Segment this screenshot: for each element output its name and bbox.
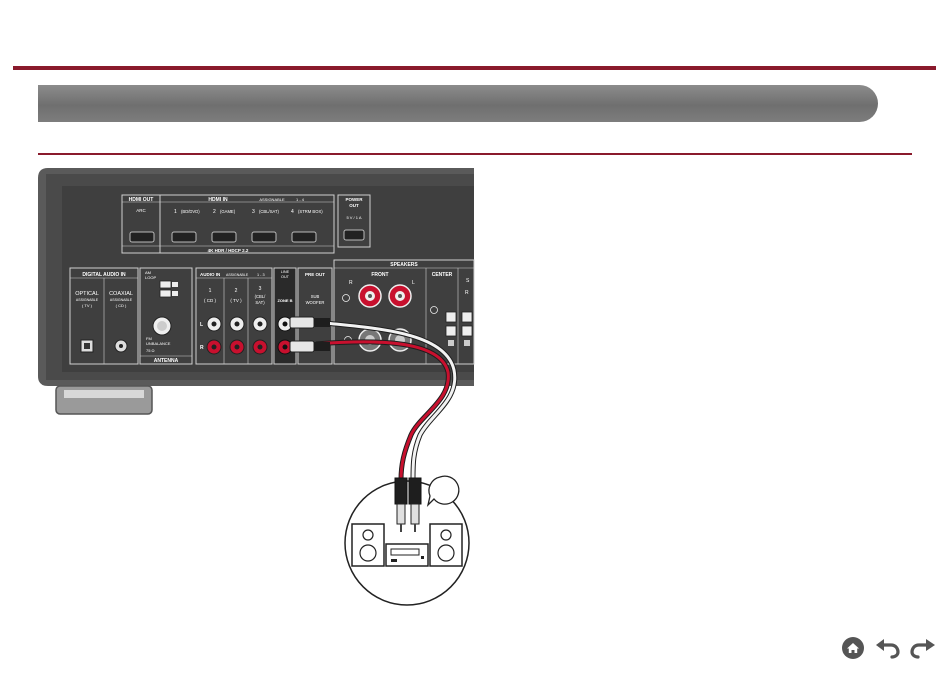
front-r-label: R — [349, 280, 353, 286]
optical-label: OPTICAL — [75, 291, 99, 297]
hdmi-out-port — [129, 231, 155, 243]
home-button[interactable] — [840, 635, 866, 661]
receiver-foot-highlight — [64, 390, 144, 398]
coaxial-sub-1: ASSIGNABLE — [110, 298, 133, 302]
hdmi-in-port-3 — [251, 231, 277, 243]
forward-icon — [910, 639, 935, 659]
hdmi-assignable-label: ASSIGNABLE — [259, 197, 285, 202]
audio-in-2-label: ( TV ) — [230, 298, 242, 303]
hdmi-assign-range: 1 - 4 — [296, 197, 305, 202]
hdmi-port-2-label: (GAME) — [220, 209, 236, 214]
hdmi-port-3-label: (CBL/SAT) — [259, 209, 280, 214]
speakers-block — [333, 259, 475, 365]
power-out-label-2: OUT — [349, 203, 359, 208]
am-terminal-2 — [159, 289, 172, 298]
hdmi-out-label: HDMI OUT — [129, 197, 154, 203]
front-label: FRONT — [371, 272, 388, 278]
hdr-label: 4K HDR / HDCP 2.2 — [208, 248, 249, 253]
surround-terminal-1 — [461, 311, 473, 323]
power-out-label-1: POWER — [345, 197, 363, 202]
hdmi-port-1-num: 1 — [174, 209, 177, 215]
title-bar — [38, 85, 878, 122]
am-terminal-1 — [159, 280, 172, 289]
sub-label: SUB — [311, 294, 320, 299]
audio-in-block — [195, 267, 273, 365]
out-label: OUT — [281, 275, 290, 279]
power-out-block — [337, 194, 371, 248]
audio-in-1-label: ( CD ) — [204, 298, 216, 303]
digital-audio-in-label: DIGITAL AUDIO IN — [82, 272, 126, 278]
audio-assignable-label: ASSIGNABLE — [226, 273, 249, 277]
fm-label: FM — [146, 336, 152, 341]
audio-in-3-label2: SAT) — [255, 300, 265, 305]
front-l-label: L — [412, 280, 415, 286]
hdmi-in-label: HDMI IN — [208, 197, 228, 203]
center-label: CENTER — [432, 272, 453, 278]
audio-in-3-label: (CBL/ — [255, 294, 267, 299]
surround-terminal-2 — [461, 325, 473, 337]
hdmi-port-2-num: 2 — [213, 209, 216, 215]
coaxial-sub-2: ( CD ) — [116, 303, 127, 308]
usb-port — [343, 229, 365, 241]
rca-plug-white-device — [408, 477, 422, 505]
audio-in-3-num: 3 — [259, 286, 262, 292]
arc-label: ARC — [136, 208, 146, 213]
audio-assign-range: 1 - 3 — [257, 273, 265, 277]
center-terminal-1 — [445, 311, 457, 323]
loop-label: LOOP — [145, 275, 156, 280]
hdmi-in-port-4 — [291, 231, 317, 243]
forward-button[interactable] — [906, 635, 938, 661]
audio-in-label: AUDIO IN — [200, 272, 220, 277]
receiver-rear-panel-illustration: HDMI OUT ARC HDMI IN ASSIGNABLE 1 - 4 1 … — [38, 168, 475, 606]
audio-in-r-label: R — [200, 345, 204, 351]
surround-r-label: R — [465, 290, 469, 296]
rca-plug-red-receiver — [289, 340, 315, 353]
hdmi-port-3-num: 3 — [252, 209, 255, 215]
am-label: AM — [145, 270, 151, 275]
coaxial-label: COAXIAL — [109, 291, 133, 297]
home-icon — [842, 637, 864, 659]
audio-in-1-num: 1 — [209, 288, 212, 294]
antenna-block — [139, 267, 193, 365]
center-terminal-2 — [445, 325, 457, 337]
optical-sub-1: ASSIGNABLE — [76, 298, 99, 302]
hdmi-port-1-label: (BD/DVD) — [181, 209, 200, 214]
zone-b-block — [273, 267, 297, 365]
hdmi-in-port-1 — [171, 231, 197, 243]
ohm-label: 75 Ω — [146, 348, 155, 353]
rca-cable-white — [315, 320, 457, 481]
zone-b-label: ZONE B — [277, 298, 292, 303]
rca-plug-red-device — [394, 477, 408, 505]
optical-sub-2: ( TV ) — [82, 303, 93, 308]
speakers-label: SPEAKERS — [390, 262, 418, 268]
pre-out-block — [297, 267, 333, 365]
hdmi-in-port-2 — [211, 231, 237, 243]
power-rating: 5 V / 1 A — [346, 215, 361, 220]
surround-s-label: S — [466, 278, 470, 284]
hdmi-block — [121, 194, 335, 254]
section-rule — [38, 153, 912, 155]
back-icon — [876, 639, 900, 659]
hdmi-port-4-label: (STRM BOX) — [298, 209, 323, 214]
plus-icon — [342, 294, 350, 302]
audio-in-2-num: 2 — [235, 288, 238, 294]
connection-diagram: HDMI OUT ARC HDMI IN ASSIGNABLE 1 - 4 1 … — [0, 160, 480, 610]
antenna-label: ANTENNA — [154, 358, 179, 364]
top-rule — [13, 66, 936, 70]
callout-bubble — [426, 475, 460, 508]
rca-plug-white-receiver — [289, 316, 315, 329]
line-label: LINE — [281, 270, 290, 274]
woofer-label: WOOFER — [306, 300, 325, 305]
back-button[interactable] — [874, 635, 902, 661]
unbalance-label: UNBALANCE — [146, 341, 171, 346]
pre-out-label: PRE OUT — [305, 272, 325, 277]
hdmi-port-4-num: 4 — [291, 209, 294, 215]
audio-in-l-label: L — [200, 322, 203, 328]
rca-cable-red — [315, 340, 450, 481]
